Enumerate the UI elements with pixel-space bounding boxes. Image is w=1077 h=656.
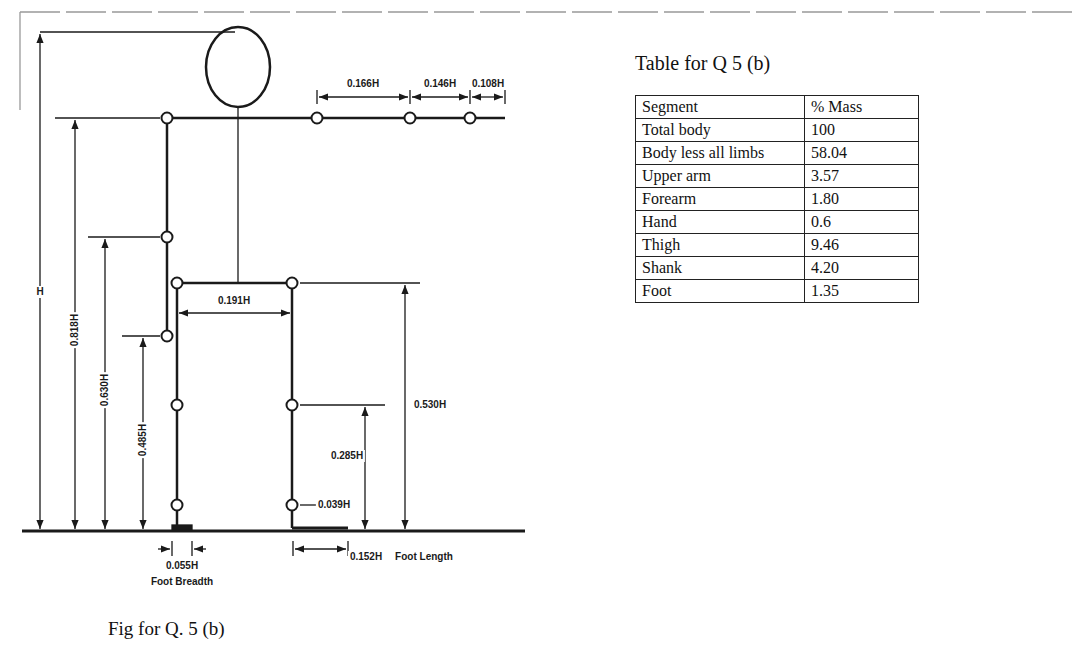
- dimension-tick: [293, 541, 348, 556]
- dimension-label: 0.152H: [348, 551, 384, 563]
- head: [206, 27, 270, 107]
- dimension-label: 0.146H: [422, 78, 458, 90]
- dimension-label: 0.630H: [99, 372, 111, 408]
- table-cell: Thigh: [635, 233, 805, 257]
- arm-line: [165, 117, 505, 120]
- dimension-line: [194, 548, 206, 549]
- dimension-line: [39, 34, 40, 529]
- table-cell: Upper arm: [635, 164, 805, 188]
- dimension-label: 0.191H: [216, 295, 252, 307]
- dimension-tick: [317, 90, 505, 104]
- dimension-label: 0.285H: [329, 450, 365, 462]
- hip-line: [177, 282, 292, 285]
- dimension-line: [404, 285, 405, 529]
- dimension-label: 0.055H: [164, 560, 200, 572]
- trunk-line: [237, 107, 238, 283]
- dimension-line: [179, 312, 290, 313]
- table-cell: 58.04: [804, 141, 919, 165]
- dimension-line: [472, 96, 503, 97]
- dimension-tick: [300, 282, 420, 283]
- dimension-line: [319, 96, 408, 97]
- table-title: Table for Q 5 (b): [635, 52, 770, 75]
- table-cell: 100: [804, 118, 919, 142]
- figure-caption: Fig for Q. 5 (b): [108, 618, 225, 640]
- dimension-tick: [40, 31, 235, 32]
- dimension-label: H: [34, 286, 45, 298]
- ground-line: [22, 530, 525, 533]
- table-header-cell: Segment: [635, 95, 805, 119]
- dimension-line: [295, 548, 346, 549]
- table-cell: 3.57: [804, 164, 919, 188]
- table-cell: 4.20: [804, 256, 919, 280]
- frame-line: [20, 11, 1077, 12]
- table-cell: Total body: [635, 118, 805, 142]
- dimension-label: 0.530H: [412, 399, 448, 411]
- dimension-tick: [122, 335, 160, 336]
- table-cell: Shank: [635, 256, 805, 280]
- table-header-cell: % Mass: [804, 95, 919, 119]
- table-cell: Foot: [635, 279, 805, 303]
- table-cell: Body less all limbs: [635, 141, 805, 165]
- dimension-label: 0.485H: [137, 422, 149, 458]
- foot: [172, 525, 192, 530]
- dimension-label: 0.108H: [470, 78, 506, 90]
- dimension-label: 0.818H: [69, 312, 81, 348]
- foot: [292, 527, 348, 530]
- dimension-line: [412, 96, 468, 97]
- dimension-line: [364, 407, 365, 529]
- dimension-label: 0.166H: [345, 78, 381, 90]
- table-cell: 1.35: [804, 279, 919, 303]
- dimension-label: 0.039H: [316, 499, 352, 511]
- dimension-tick: [300, 404, 385, 405]
- dimension-line: [158, 548, 170, 549]
- table-cell: 9.46: [804, 233, 919, 257]
- dimension-tick: [88, 236, 160, 237]
- table-cell: 0.6: [804, 210, 919, 234]
- arm-line: [166, 118, 169, 336]
- dimension-tick: [172, 541, 192, 556]
- dimension-tick: [55, 117, 160, 118]
- table-cell: Forearm: [635, 187, 805, 211]
- dimension-note: Foot Length: [393, 551, 455, 563]
- frame-line: [19, 12, 20, 110]
- dimension-note: Foot Breadth: [149, 576, 215, 588]
- table-cell: 1.80: [804, 187, 919, 211]
- table-cell: Hand: [635, 210, 805, 234]
